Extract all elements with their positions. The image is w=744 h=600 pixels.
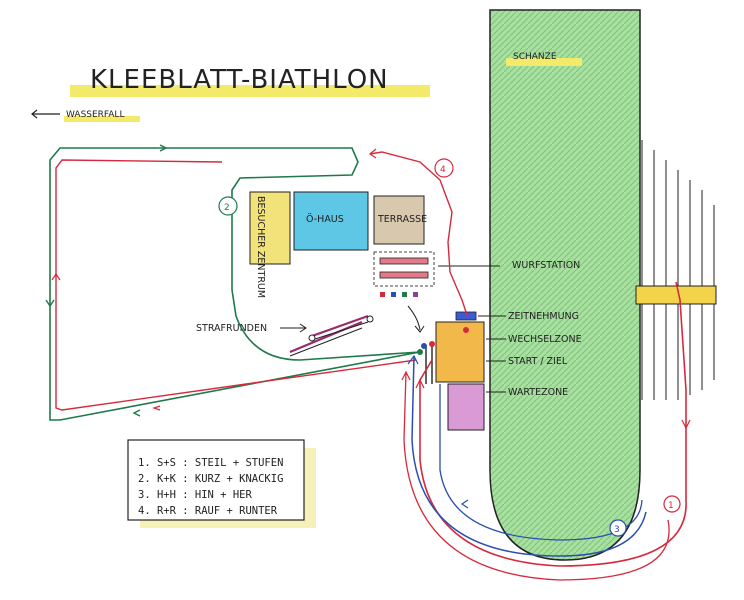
- visitor-center-label: BESUCHER ZENTRUM: [255, 196, 266, 298]
- svg-text:1: 1: [668, 501, 674, 511]
- throwing-station-label: WURFSTATION: [512, 260, 580, 271]
- legend-item-2: 2. K+K : KURZ + KNACKIG: [138, 473, 283, 485]
- svg-text:3: 3: [614, 525, 620, 535]
- throwing-station-box: [373, 251, 435, 287]
- course-marker-3: 3: [609, 519, 627, 537]
- terrace: [373, 195, 425, 245]
- legend-item-1: 1. S+S : STEIL + STUFEN: [138, 457, 283, 469]
- map-title: KLEEBLATT-BIATHLON: [90, 65, 389, 95]
- waiting-zone: [447, 383, 485, 431]
- svg-text:2: 2: [224, 203, 230, 213]
- target-markers: [380, 292, 418, 297]
- route-1: [401, 281, 691, 581]
- course-marker-4: 4: [434, 158, 454, 178]
- legend-box: [127, 439, 305, 521]
- waiting-label: WARTEZONE: [508, 387, 568, 398]
- oe-haus-label: Ö-HAUS: [306, 214, 344, 225]
- penalty-laps-label: STRAFRUNDEN: [196, 323, 267, 334]
- start-finish-label: START / ZIEL: [508, 356, 568, 367]
- terrace-label: TERRASSE: [377, 214, 427, 225]
- title-highlight: [70, 85, 430, 97]
- waterfall-direction: WASSERFALL: [31, 109, 140, 122]
- slope-hatching: [641, 140, 715, 400]
- exchange-label: WECHSELZONE: [508, 334, 582, 345]
- route-2: [45, 144, 421, 421]
- ski-jump-label: SCHANZE: [513, 52, 557, 62]
- route-3: [407, 354, 647, 557]
- ski-jump-area: [489, 9, 641, 561]
- legend-item-3: 3. H+H : HIN + HER: [138, 489, 252, 501]
- visitor-center: [249, 191, 291, 265]
- legend-item-4: 4. R+R : RAUF + RUNTER: [138, 505, 278, 517]
- timing-label: ZEITNEHMUNG: [508, 311, 579, 322]
- svg-text:4: 4: [440, 165, 446, 175]
- bridge: [635, 285, 717, 305]
- oe-haus: [293, 191, 369, 251]
- penalty-loop: [289, 314, 374, 357]
- route-4: [51, 148, 469, 411]
- waterfall-label: WASSERFALL: [66, 110, 124, 120]
- course-marker-2: 2: [218, 196, 238, 216]
- course-marker-1: 1: [663, 495, 681, 513]
- exchange-zone: [435, 321, 485, 383]
